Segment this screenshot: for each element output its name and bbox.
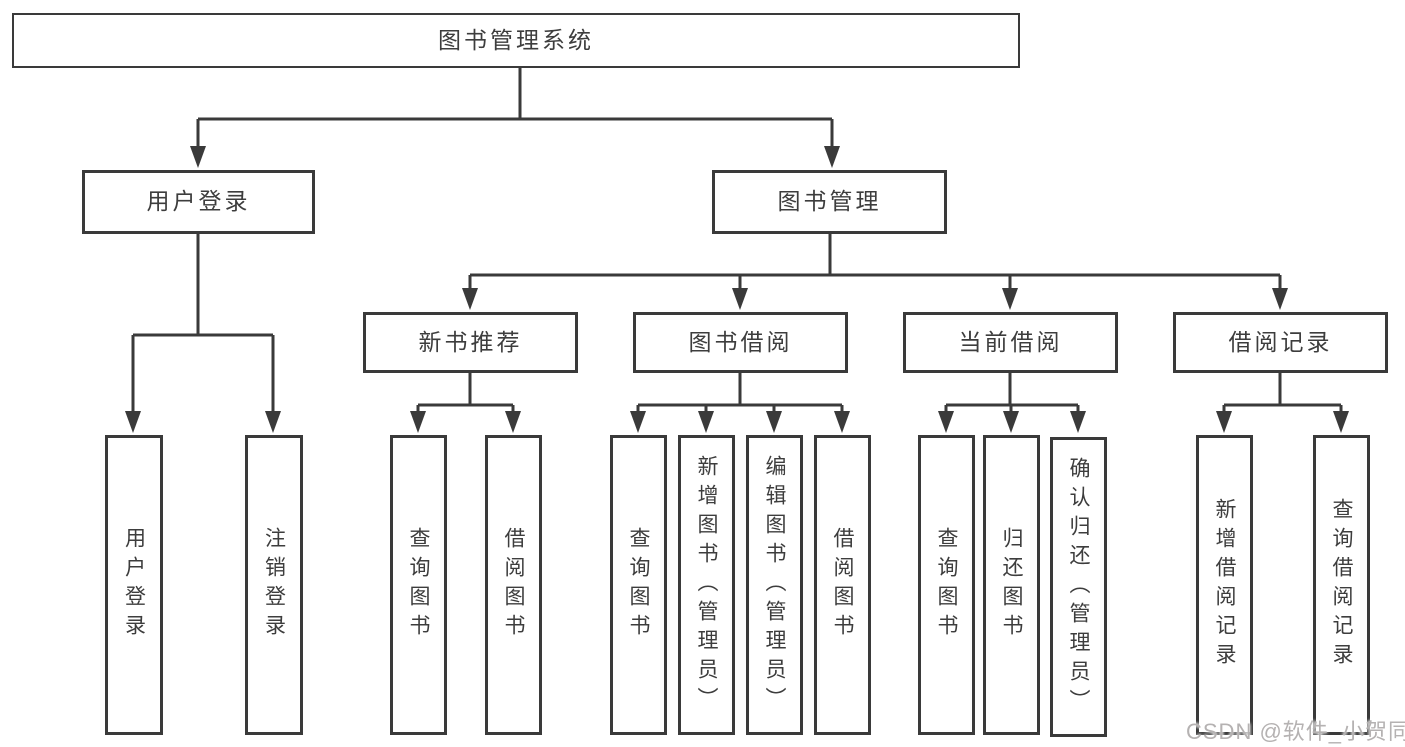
leaf-edit-books-admin: 编辑图书（管理员） xyxy=(746,435,803,735)
node-borrowing-records: 借阅记录 xyxy=(1173,312,1388,373)
node-user-login: 用户登录 xyxy=(82,170,315,234)
leaf-borrow-books: 借阅图书 xyxy=(814,435,871,735)
leaf-user-login: 用户登录 xyxy=(105,435,163,735)
leaf-add-borrow-record: 新增借阅记录 xyxy=(1196,435,1253,735)
leaf-query-borrow-record: 查询借阅记录 xyxy=(1313,435,1370,735)
node-new-book-recommendation: 新书推荐 xyxy=(363,312,578,373)
leaf-query-books-recommend: 查询图书 xyxy=(390,435,447,735)
leaf-query-books-current: 查询图书 xyxy=(918,435,975,735)
leaf-return-books: 归还图书 xyxy=(983,435,1040,735)
leaf-query-books-borrow: 查询图书 xyxy=(610,435,667,735)
leaf-borrow-books-recommend: 借阅图书 xyxy=(485,435,542,735)
leaf-add-books-admin: 新增图书（管理员） xyxy=(678,435,735,735)
csdn-watermark: CSDN @软件_小贺同学 xyxy=(1186,719,1405,744)
leaf-logout: 注销登录 xyxy=(245,435,303,735)
node-current-borrowing: 当前借阅 xyxy=(903,312,1118,373)
node-library-management-system: 图书管理系统 xyxy=(12,13,1020,68)
node-book-management: 图书管理 xyxy=(712,170,947,234)
node-book-borrowing: 图书借阅 xyxy=(633,312,848,373)
leaf-confirm-return-admin: 确认归还（管理员） xyxy=(1050,437,1107,737)
